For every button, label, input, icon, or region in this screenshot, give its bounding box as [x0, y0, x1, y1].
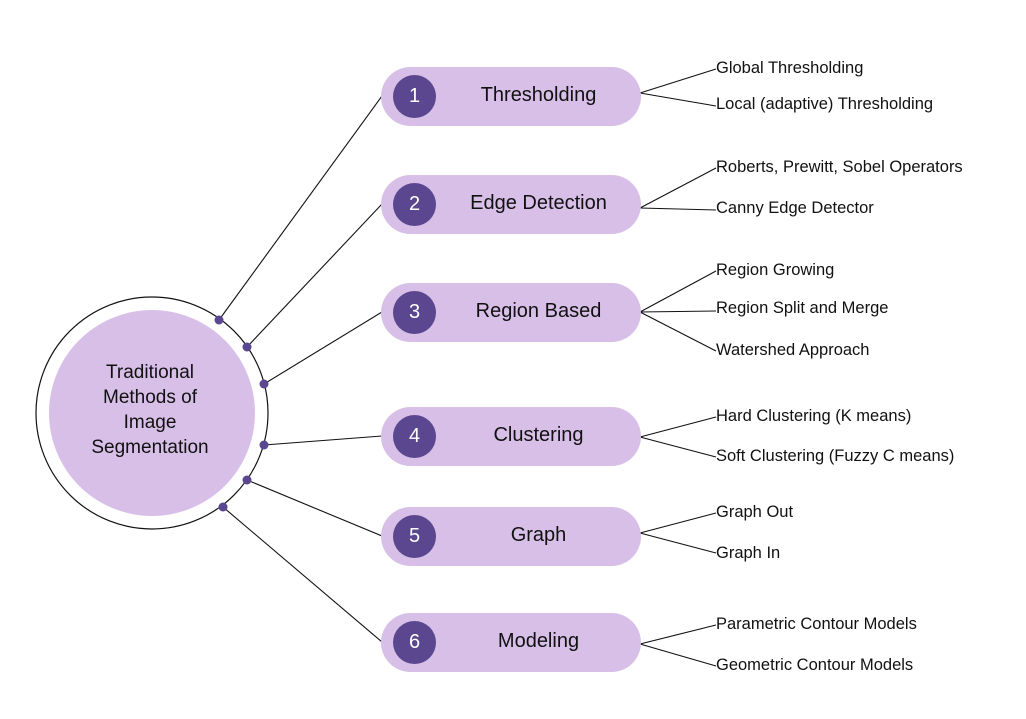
- branch-line: [639, 643, 717, 667]
- branch-line: [639, 624, 717, 645]
- hub-title: Traditional Methods of Image Segmentatio…: [60, 360, 240, 460]
- subtype-label: Parametric Contour Models: [716, 615, 917, 633]
- subtype-label: Canny Edge Detector: [716, 199, 874, 217]
- method-label: Region Based: [475, 300, 602, 322]
- method-number-badge: 6: [393, 621, 436, 664]
- branch-line: [639, 532, 717, 554]
- hub-title-line: Image: [123, 412, 177, 433]
- subtype-label: Soft Clustering (Fuzzy C means): [716, 447, 955, 465]
- method-label: Graph: [510, 524, 567, 546]
- branch-line: [639, 512, 717, 534]
- branch-line: [639, 207, 717, 211]
- branch-line: [639, 167, 717, 209]
- spoke-line: [218, 95, 383, 321]
- subtype-label: Roberts, Prewitt, Sobel Operators: [716, 158, 963, 176]
- hub-circle: [49, 310, 255, 516]
- connector-dot: [214, 315, 224, 325]
- subtype-label: Geometric Contour Models: [716, 656, 914, 674]
- method-label: Modeling: [497, 630, 580, 652]
- method-number-badge: 1: [393, 75, 436, 118]
- method-label: Clustering: [493, 424, 584, 446]
- subtype-label: Region Growing: [716, 261, 835, 279]
- method-label: Thresholding: [480, 84, 597, 106]
- hub-title-line: Traditional: [105, 362, 194, 383]
- method-node-edge-detection: 2 Edge Detection: [381, 175, 641, 234]
- branch-line: [639, 311, 717, 352]
- method-node-region-based: 3 Region Based: [381, 283, 641, 342]
- method-label: Edge Detection: [470, 192, 607, 214]
- method-number-badge: 3: [393, 291, 436, 334]
- spoke-line: [246, 479, 383, 537]
- hub-title-line: Segmentation: [91, 437, 209, 458]
- branch-line: [639, 416, 717, 438]
- branches-group: [639, 68, 717, 667]
- branch-line: [639, 270, 717, 313]
- spoke-line: [263, 435, 383, 446]
- hub-title-line: Methods of: [103, 387, 197, 408]
- subtype-label: Graph In: [716, 544, 781, 562]
- spoke-line: [222, 506, 383, 643]
- subtype-label: Watershed Approach: [716, 341, 870, 359]
- method-number-badge: 2: [393, 183, 436, 226]
- spokes-group: [214, 95, 383, 643]
- subtype-label: Hard Clustering (K means): [716, 407, 912, 425]
- subtype-label: Global Thresholding: [716, 59, 864, 77]
- branch-line: [639, 68, 717, 94]
- connector-dot: [242, 475, 252, 485]
- subtype-label: Region Split and Merge: [716, 299, 889, 317]
- connector-dot: [259, 379, 269, 389]
- spoke-line: [246, 203, 383, 348]
- branch-line: [639, 92, 717, 107]
- method-node-graph: 5 Graph: [381, 507, 641, 566]
- connector-dot: [242, 342, 252, 352]
- method-number-badge: 5: [393, 515, 436, 558]
- branch-line: [639, 310, 717, 313]
- method-node-thresholding: 1 Thresholding: [381, 67, 641, 126]
- branch-line: [639, 436, 717, 458]
- method-node-modeling: 6 Modeling: [381, 613, 641, 672]
- subtype-label: Graph Out: [716, 503, 794, 521]
- connector-dot: [218, 502, 228, 512]
- connector-dot: [259, 440, 269, 450]
- spoke-line: [263, 311, 383, 385]
- subtype-label: Local (adaptive) Thresholding: [716, 95, 934, 113]
- method-node-clustering: 4 Clustering: [381, 407, 641, 466]
- method-number-badge: 4: [393, 415, 436, 458]
